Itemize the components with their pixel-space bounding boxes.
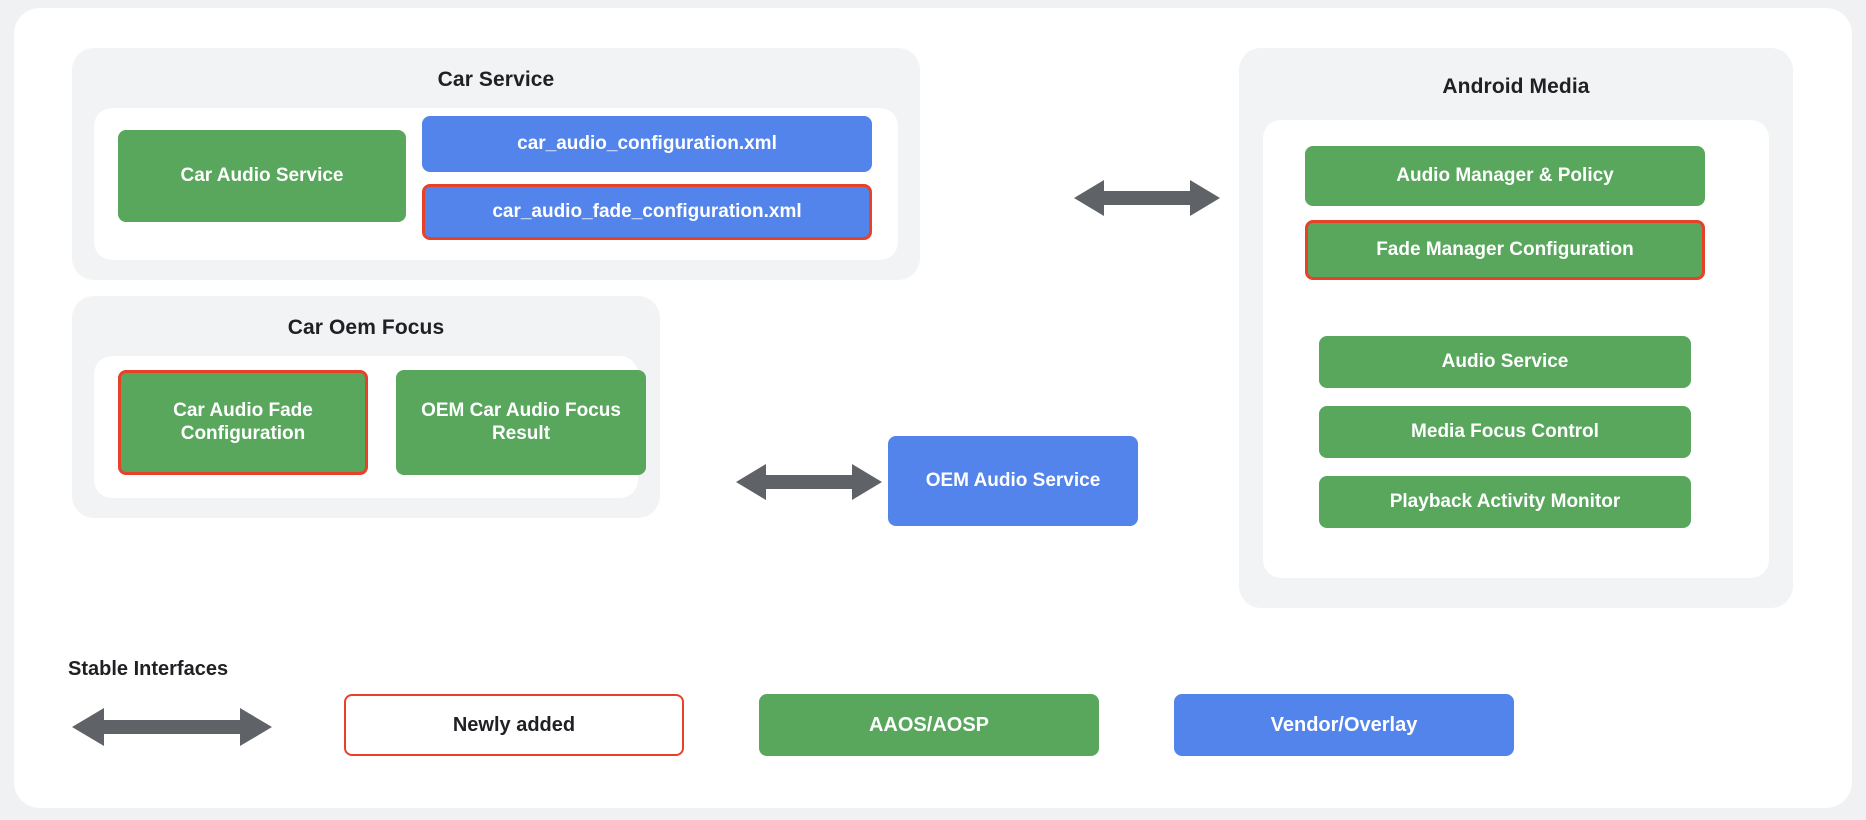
legend-stable-interfaces-label: Stable Interfaces [68,658,229,680]
legend-item-newly-added[interactable]: Newly added [344,694,684,756]
group-car-oem-focus-inner: Car Audio Fade Configuration OEM Car Aud… [94,356,646,498]
node-car-audio-configuration-xml-label: car_audio_configuration.xml [517,132,777,154]
node-audio-service-label: Audio Service [1441,350,1569,372]
legend-item-vendor-overlay-label: Vendor/Overlay [1270,713,1418,736]
node-car-audio-service-label: Car Audio Service [180,164,344,186]
connector-car-service-to-android-media [1074,176,1220,220]
node-audio-manager-and-policy[interactable]: Audio Manager & Policy [1305,146,1705,206]
group-car-service: Car Service Car Audio Service car_audio_… [72,48,920,280]
group-android-media-title: Android Media [1442,75,1590,98]
legend-item-aaos-aosp-label: AAOS/AOSP [868,713,990,736]
legend-stable-interfaces-arrow-icon [72,705,272,749]
node-car-audio-configuration-xml[interactable]: car_audio_configuration.xml [422,116,872,172]
node-car-audio-fade-configuration-xml[interactable]: car_audio_fade_configuration.xml [422,184,872,240]
group-android-media-inner: Audio Manager & Policy Fade Manager Conf… [1263,120,1769,578]
node-oem-car-audio-focus-result-label: OEM Car Audio Focus Result [421,400,621,444]
node-oem-audio-service-label: OEM Audio Service [925,469,1101,491]
node-car-audio-fade-configuration[interactable]: Car Audio Fade Configuration [118,370,368,475]
node-oem-audio-service[interactable]: OEM Audio Service [888,436,1138,526]
diagram-canvas: Car Service Car Audio Service car_audio_… [14,8,1852,808]
node-playback-activity-monitor[interactable]: Playback Activity Monitor [1319,476,1691,528]
node-fade-manager-configuration-label: Fade Manager Configuration [1376,238,1634,260]
node-fade-manager-configuration[interactable]: Fade Manager Configuration [1305,220,1705,280]
group-car-service-title: Car Service [437,68,555,91]
connector-car-oem-focus-to-oem-audio-service [736,460,882,504]
node-audio-service[interactable]: Audio Service [1319,336,1691,388]
group-car-oem-focus-title: Car Oem Focus [287,316,445,339]
group-car-service-inner: Car Audio Service car_audio_configuratio… [94,108,898,260]
group-car-oem-focus: Car Oem Focus Car Audio Fade Configurati… [72,296,660,518]
node-audio-manager-and-policy-label: Audio Manager & Policy [1396,164,1614,186]
legend-item-aaos-aosp[interactable]: AAOS/AOSP [759,694,1099,756]
node-media-focus-control[interactable]: Media Focus Control [1319,406,1691,458]
node-car-audio-fade-configuration-label: Car Audio Fade Configuration [173,400,313,444]
group-android-media: Android Media Audio Manager & Policy Fad… [1239,48,1793,608]
legend-item-vendor-overlay[interactable]: Vendor/Overlay [1174,694,1514,756]
node-car-audio-service[interactable]: Car Audio Service [118,130,406,222]
legend-item-newly-added-label: Newly added [452,713,576,736]
node-playback-activity-monitor-label: Playback Activity Monitor [1389,490,1621,512]
node-oem-car-audio-focus-result[interactable]: OEM Car Audio Focus Result [396,370,646,475]
node-car-audio-fade-configuration-xml-label: car_audio_fade_configuration.xml [492,200,802,222]
node-media-focus-control-label: Media Focus Control [1411,420,1599,442]
